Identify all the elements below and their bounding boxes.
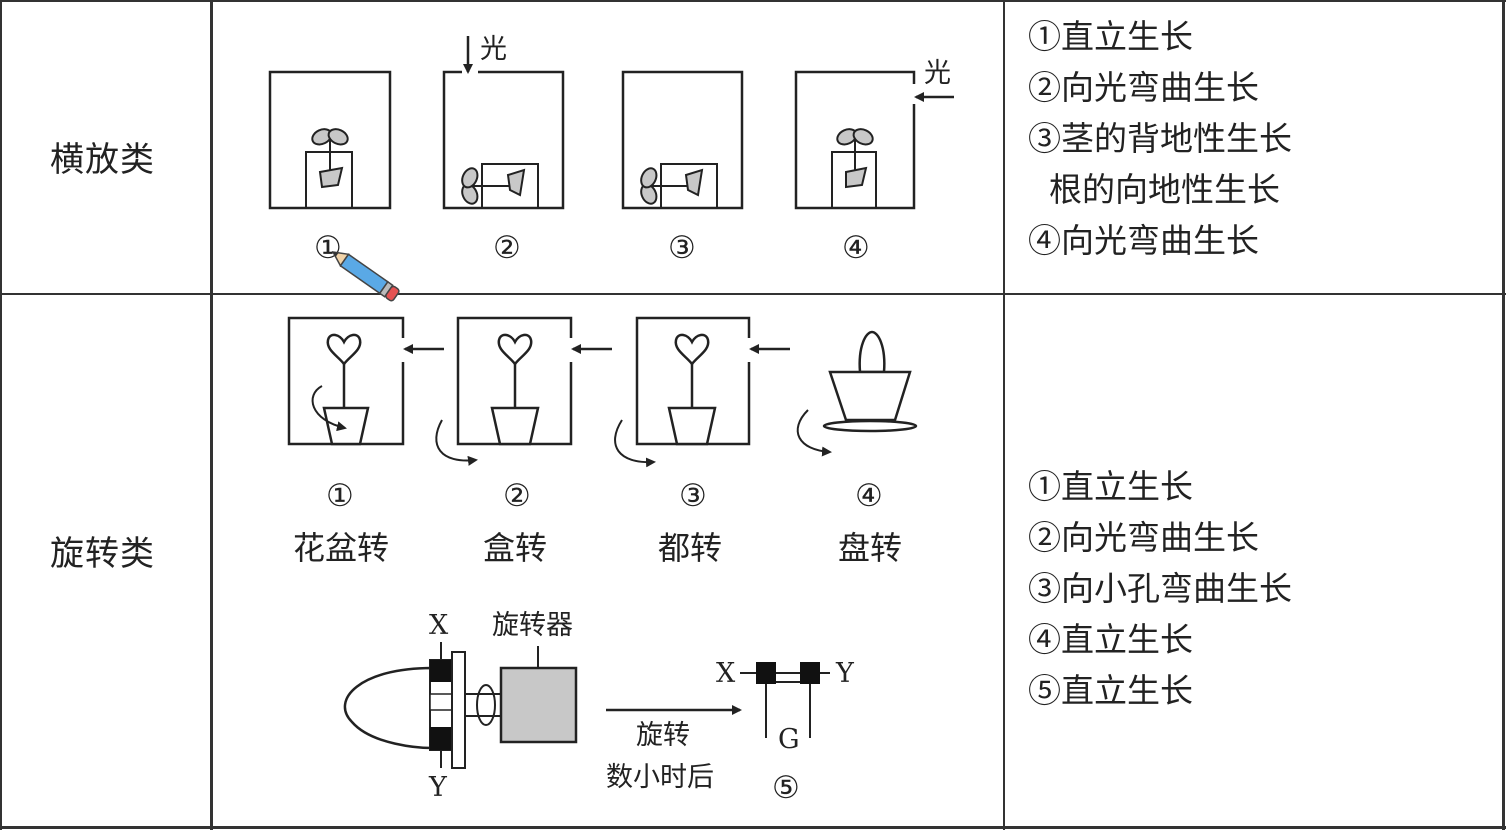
figure-number: ④ [842,230,870,266]
horizontal-figure-4: 光 [794,58,954,210]
figure-number: ③ [679,478,707,514]
row-category-horizontal: 横放类 [50,140,155,180]
arrow-label-hours: 数小时后 [606,762,714,793]
result-line: ③向小孔弯曲生长 [1028,569,1292,608]
result-line: ①直立生长 [1028,467,1193,506]
figure-caption: 盒转 [483,529,547,567]
row-category-rotation: 旋转类 [50,534,155,574]
rotation-figure-4 [796,330,918,457]
figure-caption: 花盆转 [293,529,389,567]
result-line: 根的向地性生长 [1028,170,1280,209]
result-line: ④直立生长 [1028,620,1193,659]
result-label-x: X [716,658,736,689]
label-y: Y [428,772,448,803]
table-border-left [0,0,2,830]
rotator-label: 旋转器 [492,610,573,641]
rotator-apparatus: X Y 旋转器 [343,610,578,803]
result-line: ③茎的背地性生长 [1028,119,1292,158]
result-label-y: Y [835,658,855,689]
arrow-label-rotate: 旋转 [636,720,690,751]
rotation-figure-3 [614,316,790,468]
figure-number: ② [493,230,521,266]
result-line: ⑤直立生长 [1028,671,1193,710]
rotation-result-arrow: 旋转 数小时后 [606,705,742,793]
column-divider-1 [210,0,213,830]
table-border-top [0,0,1506,2]
figure-caption: 盘转 [838,529,902,567]
figure-number: ④ [855,478,883,514]
result-line: ①直立生长 [1028,17,1193,56]
result-line: ②向光弯曲生长 [1028,68,1259,107]
figure-number: ⑤ [772,770,800,806]
result-line: ④向光弯曲生长 [1028,221,1259,260]
figure-number: ③ [668,230,696,266]
rotation-figure-1 [287,316,444,446]
row-divider [0,293,1506,295]
rotation-result-figure: X Y G ⑤ [716,658,855,806]
label-x: X [429,610,449,641]
column-divider-2 [1003,0,1005,830]
result-line: ②向光弯曲生长 [1028,518,1259,557]
horizontal-figure-3 [621,70,744,210]
figure-caption: 都转 [658,529,722,567]
light-label: 光 [924,58,951,89]
figure-number: ① [326,478,354,514]
horizontal-figure-1 [268,70,392,210]
figure-number: ② [503,478,531,514]
horizontal-figure-2: 光 [442,34,565,210]
rotation-figure-2 [435,316,612,466]
pencil-cursor-icon [331,251,400,302]
table-border-right [1502,0,1505,830]
result-label-g: G [778,724,800,755]
table-border-bottom [0,826,1506,829]
light-label: 光 [480,34,507,65]
